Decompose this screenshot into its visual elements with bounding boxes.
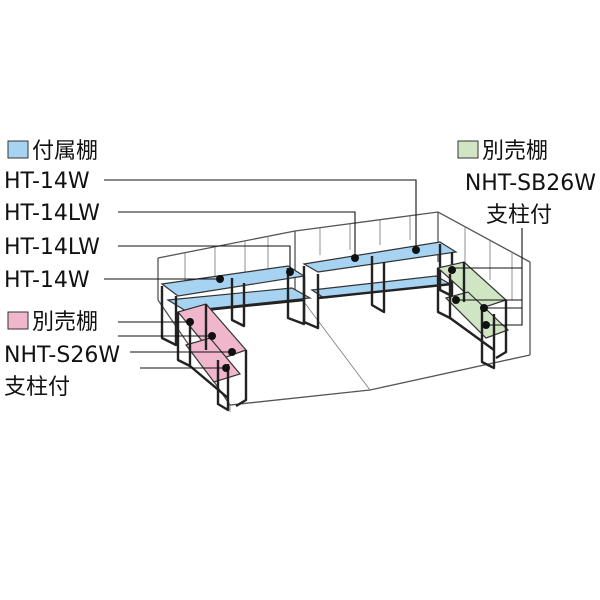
optional-shelf-green [436,261,510,370]
model-label: HT-14LW [4,235,100,260]
legend-sold-left-model: NHT-S26W [4,343,120,368]
model-label: HT-14W [4,268,90,293]
marker-dot [412,246,420,254]
legend-sold-right-note: 支柱付 [486,203,552,228]
leader-lines [104,179,523,372]
legend-sold-right-model: NHT-SB26W [465,171,596,196]
marker-dot [482,321,490,329]
legend-sold-right: 別売棚 NHT-SB26W 支柱付 [457,139,596,228]
legend-swatch-blue [7,140,29,159]
legend-swatch-pink [7,311,29,330]
marker-dot [351,254,359,262]
marker-dot [286,268,294,276]
legend-sold-left: 別売棚 NHT-S26W 支柱付 [4,310,120,400]
marker-dot [186,318,194,326]
legend-sold-right-label: 別売棚 [482,139,548,164]
marker-dot [448,266,456,274]
marker-dot [216,275,224,283]
marker-dot [208,332,216,340]
legend-swatch-green [457,140,479,159]
model-label: HT-14LW [4,201,100,226]
included-shelf-left [160,265,312,347]
legend-included: 付属棚 [7,139,98,164]
model-label: HT-14W [4,169,90,194]
marker-dot [222,364,230,372]
legend-sold-left-note: 支柱付 [4,375,70,400]
included-shelf-right [302,241,458,330]
legend-sold-left-label: 別売棚 [32,310,98,335]
marker-dot [228,348,236,356]
legend-included-label: 付属棚 [32,139,98,164]
